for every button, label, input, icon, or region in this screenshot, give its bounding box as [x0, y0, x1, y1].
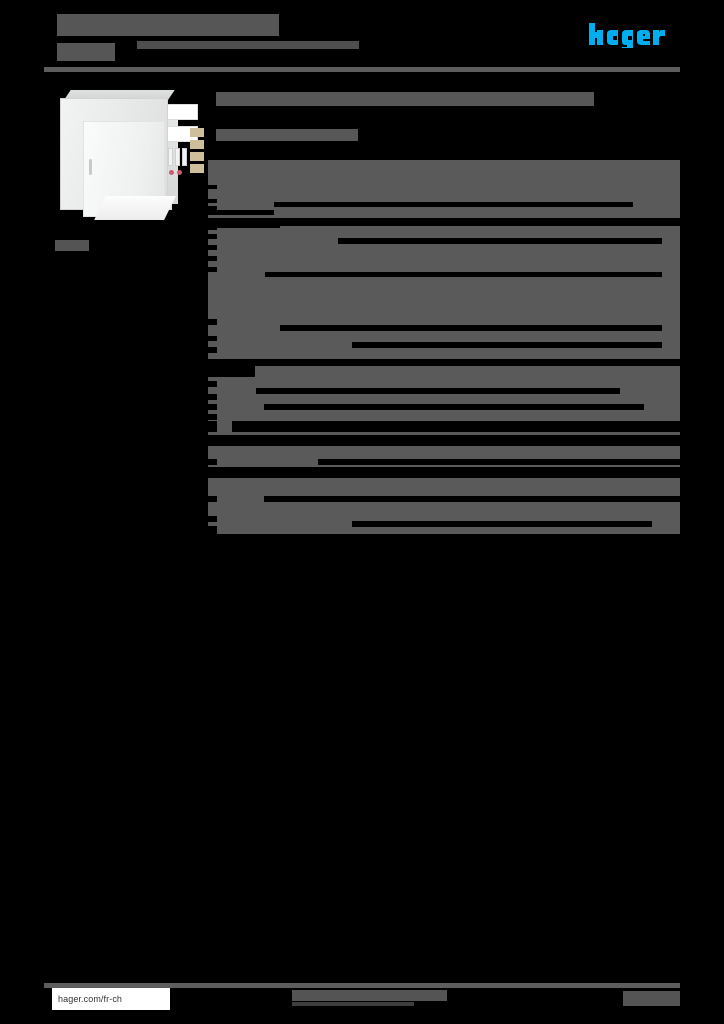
table-row [256, 388, 620, 394]
door-handle [89, 159, 92, 175]
footer-center-text [292, 990, 447, 1001]
table-row [208, 459, 217, 465]
table-row [208, 336, 217, 341]
table-row [208, 206, 217, 210]
table-row [265, 272, 662, 277]
table-row [280, 325, 662, 331]
footer-center-subtext [292, 1002, 414, 1006]
table-row [274, 202, 633, 207]
module-strip-upper [164, 104, 198, 120]
table-row [264, 496, 680, 502]
document-heading [57, 14, 279, 61]
table-row [208, 185, 217, 189]
hager-logo[interactable] [588, 22, 680, 48]
table-row [208, 381, 217, 387]
header-divider [44, 67, 680, 72]
footer-page-number [623, 991, 680, 1006]
table-row [208, 245, 217, 250]
page-subtitle [216, 129, 358, 141]
page-header [0, 0, 724, 78]
spec-block-3 [208, 366, 680, 534]
table-row [264, 404, 644, 410]
table-row [208, 224, 280, 228]
table-row [208, 199, 217, 203]
spec-block-2 [208, 224, 680, 359]
table-row [208, 234, 217, 239]
circuit-breaker [175, 148, 180, 166]
table-row [208, 421, 217, 432]
document-title [57, 14, 279, 36]
terminal-block [190, 128, 204, 137]
table-row [208, 347, 217, 353]
product-image [52, 84, 204, 224]
table-row [208, 526, 217, 534]
table-row [208, 366, 255, 377]
circuit-breaker [168, 148, 173, 166]
table-row [208, 467, 680, 478]
circuit-breaker [182, 148, 187, 166]
product-code [55, 240, 89, 251]
footer-divider [44, 983, 680, 988]
terminal-block [190, 140, 204, 149]
table-row [208, 319, 217, 325]
enclosure-base-plate [94, 196, 176, 220]
footer-url-label: hager.com/fr-ch [58, 994, 123, 1004]
table-row [352, 521, 652, 527]
table-row [208, 210, 274, 215]
table-row [208, 435, 680, 446]
table-row [208, 516, 217, 522]
connector-dot [177, 170, 182, 175]
connector-dot [169, 170, 174, 175]
document-subtitle [57, 43, 115, 61]
table-row [208, 267, 217, 272]
page-title [216, 92, 594, 106]
table-row [338, 238, 662, 244]
footer-url-link[interactable]: hager.com/fr-ch [52, 988, 170, 1010]
table-row [318, 459, 680, 465]
spec-block-1 [208, 160, 680, 218]
document-subtitle-rule [137, 41, 359, 49]
enclosure-body [60, 98, 168, 217]
table-row [232, 421, 680, 432]
table-row [352, 342, 662, 348]
table-row [208, 394, 217, 400]
table-row [208, 404, 217, 410]
terminal-block [190, 164, 204, 173]
terminal-block [190, 152, 204, 161]
table-row [208, 226, 217, 230]
table-row [208, 496, 217, 502]
table-row [208, 256, 217, 261]
table-row [208, 414, 217, 420]
